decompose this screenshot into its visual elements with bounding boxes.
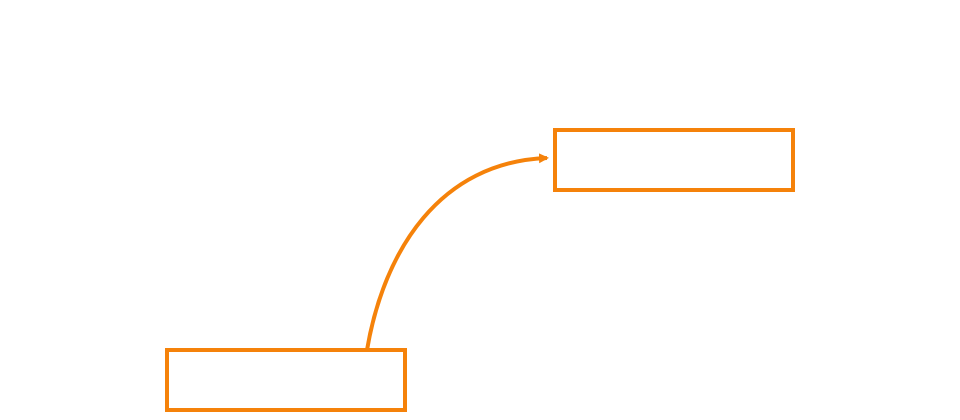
node-source[interactable] [165, 348, 407, 412]
connector-arrow[interactable] [365, 153, 549, 351]
node-source-box[interactable] [165, 348, 407, 412]
node-target[interactable] [553, 128, 795, 192]
node-target-box[interactable] [553, 128, 795, 192]
